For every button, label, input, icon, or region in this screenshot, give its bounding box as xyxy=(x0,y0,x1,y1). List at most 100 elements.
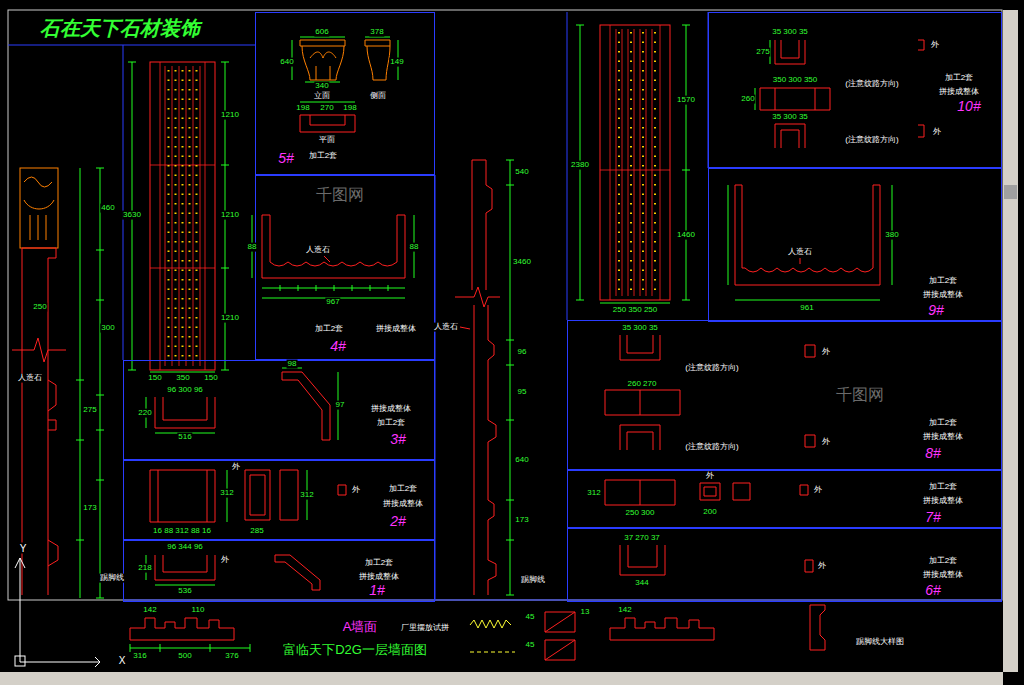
dimension-text: 250 300 xyxy=(625,509,656,518)
note-text: (注意纹路方向) xyxy=(844,136,899,145)
pilaster xyxy=(600,25,670,300)
dimension-text: 149 xyxy=(389,58,404,67)
note-text: 人造石 xyxy=(433,323,459,332)
dimension-text: 45 xyxy=(525,641,536,650)
sheet-number: 5# xyxy=(277,151,295,166)
pillar-profile xyxy=(22,248,58,595)
dimension-text: 35 300 35 xyxy=(621,324,659,333)
panel-note: 拼接成整体 xyxy=(938,88,980,97)
scrollbar xyxy=(1003,10,1018,672)
note-text: (注意纹路方向) xyxy=(684,364,739,373)
panel-note: 加工2套 xyxy=(928,419,958,428)
dimension-text: 198 xyxy=(295,104,310,113)
stone-symbol xyxy=(470,652,515,653)
panel-note: 加工2套 xyxy=(308,152,338,161)
detail-panel: 加工2套拼接成整体7# xyxy=(567,470,1002,529)
dimension-text: 536 xyxy=(177,587,192,596)
note-text: 外 xyxy=(231,463,241,472)
note-text: 踢脚线 xyxy=(99,574,125,583)
panel-note: 拼接成整体 xyxy=(375,325,417,334)
note-text: 外 xyxy=(705,472,715,481)
fluting-dots xyxy=(169,70,197,362)
channel-section xyxy=(262,215,405,278)
sheet-number: 4# xyxy=(329,339,347,354)
dimension-text: 1570 xyxy=(676,96,696,105)
note-text: 外 xyxy=(817,562,827,571)
dimension-text: 606 xyxy=(314,28,329,37)
note-text: 人造石 xyxy=(17,374,43,383)
note-text: 侧面 xyxy=(369,92,387,101)
dimension-text: 312 xyxy=(299,491,314,500)
section-profile xyxy=(605,335,815,450)
dimension-text: 961 xyxy=(799,304,814,313)
dimension-text: 150 xyxy=(147,374,162,383)
wall-elevation xyxy=(460,160,496,595)
dimension-text: 98 xyxy=(287,360,298,369)
note-text: 人造石 xyxy=(787,248,813,257)
panel-note: 拼接成整体 xyxy=(922,433,964,442)
panel-note: 拼接成整体 xyxy=(370,405,412,414)
note-text: 外 xyxy=(821,438,831,447)
detail-panel: 加工2套 5# xyxy=(255,12,435,175)
dimension-text: 220 xyxy=(137,409,152,418)
dimension-text: 173 xyxy=(82,504,97,513)
dimension-text: 376 xyxy=(224,652,239,661)
dimension-text: 142 xyxy=(617,606,632,615)
panel-note: 拼接成整体 xyxy=(922,497,964,506)
dimension-text: 312 xyxy=(219,489,234,498)
channel-section xyxy=(735,185,880,285)
dimension-lines xyxy=(146,555,215,585)
dimension-text: 97 xyxy=(335,401,346,410)
detail-panel: 加工2套拼接成整体9# xyxy=(708,168,1002,322)
dimension-lines xyxy=(128,62,229,372)
dimension-text: 270 xyxy=(319,104,334,113)
dimension-text: 316 xyxy=(132,652,147,661)
ucs-box xyxy=(15,656,25,666)
dimension-text: 96 xyxy=(517,348,528,357)
note-text: Y xyxy=(19,543,28,554)
dimension-text: 150 xyxy=(203,374,218,383)
sheet-number: 1# xyxy=(368,583,386,598)
dimension-text: 96 300 96 xyxy=(166,386,204,395)
dimension-text: 460 xyxy=(100,204,115,213)
dimension-text: 198 xyxy=(342,104,357,113)
note-text: 外 xyxy=(932,128,942,137)
dimension-text: 2380 xyxy=(570,161,590,170)
panel-note: 加工2套 xyxy=(314,325,344,334)
panel-note: 拼接成整体 xyxy=(382,500,424,509)
note-text: (注意纹路方向) xyxy=(684,443,739,452)
dimension-text: 3460 xyxy=(512,258,532,267)
panel-note: 加工2套 xyxy=(944,74,974,83)
note-text: 踢脚线 xyxy=(520,576,546,585)
ucs-icon xyxy=(15,558,100,667)
dimension-text: 250 350 250 xyxy=(612,306,659,315)
note-text: 外 xyxy=(220,556,230,565)
break-symbol xyxy=(455,287,500,307)
stone-symbol xyxy=(470,620,511,628)
dimension-lines xyxy=(755,40,770,110)
note-text: 外 xyxy=(351,486,361,495)
sheet-frame xyxy=(8,10,1002,600)
dimension-lines xyxy=(252,215,414,298)
capital-carving xyxy=(24,177,54,240)
panel-note: 加工2套 xyxy=(928,557,958,566)
dimension-text: 350 300 350 xyxy=(772,76,819,85)
dimension-lines xyxy=(728,185,892,300)
section-profile xyxy=(620,545,813,575)
watermark: 千图网 xyxy=(315,186,365,204)
dimension-text: 37 270 37 xyxy=(623,534,661,543)
note-text: 外 xyxy=(821,348,831,357)
title: 石在天下石材装饰 xyxy=(39,17,201,39)
dimension-text: 96 344 96 xyxy=(166,543,204,552)
dimension-text: 250 xyxy=(32,303,47,312)
dimension-text: 1210 xyxy=(220,111,240,120)
dimension-text: 285 xyxy=(249,527,264,536)
dimension-text: 13 xyxy=(580,608,591,617)
break-symbol xyxy=(12,338,66,362)
dimension-text: 275 xyxy=(82,406,97,415)
dimension-text: 45 xyxy=(525,613,536,622)
fluting xyxy=(150,62,215,370)
